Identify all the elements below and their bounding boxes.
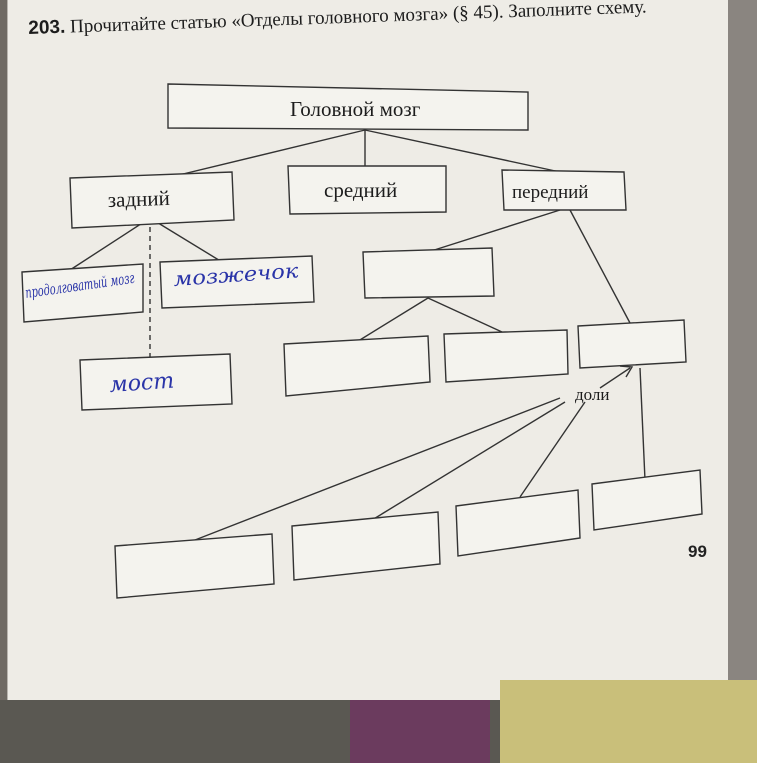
connector-doli-4 (639, 367, 646, 481)
connector-back-left (69, 217, 151, 271)
box-middle (287, 165, 447, 215)
label-back: задний (107, 186, 170, 212)
handwritten-lower: мост (109, 369, 175, 398)
box-root (167, 83, 529, 131)
connector-doli-arrow (599, 367, 631, 389)
book-under-page (350, 700, 490, 763)
label-root: Головной мозг (290, 97, 421, 121)
box-lobe-4 (591, 469, 703, 531)
box-back (69, 171, 235, 229)
page-edge (728, 0, 757, 720)
box-back-right (159, 255, 315, 309)
fabric-background (500, 680, 757, 763)
connector-back-right (149, 217, 223, 263)
label-front: передний (512, 182, 588, 203)
connector-front-right (569, 209, 631, 324)
box-front-sub-3 (577, 319, 687, 369)
box-lobe-2 (291, 511, 441, 581)
box-front-sub-1 (283, 335, 431, 397)
label-doli: доли (575, 385, 610, 404)
label-middle: средний (324, 178, 397, 202)
connector-doli-1 (194, 397, 561, 541)
box-back-lower (79, 353, 233, 411)
box-lobe-3 (455, 489, 581, 557)
box-back-left (21, 263, 144, 323)
box-front-sub-2 (443, 329, 569, 383)
connector-mid-right (427, 297, 503, 333)
arrow-head (619, 365, 634, 378)
connector-doli-3 (519, 401, 586, 498)
connector-doli-2 (371, 401, 566, 521)
connector-root-front (364, 129, 561, 173)
box-lobe-1 (114, 533, 275, 599)
box-front-mid (362, 247, 495, 299)
page-number: 99 (688, 542, 707, 561)
box-front (501, 169, 627, 211)
connector-front-left (427, 209, 561, 253)
connector-mid-left (354, 297, 429, 344)
